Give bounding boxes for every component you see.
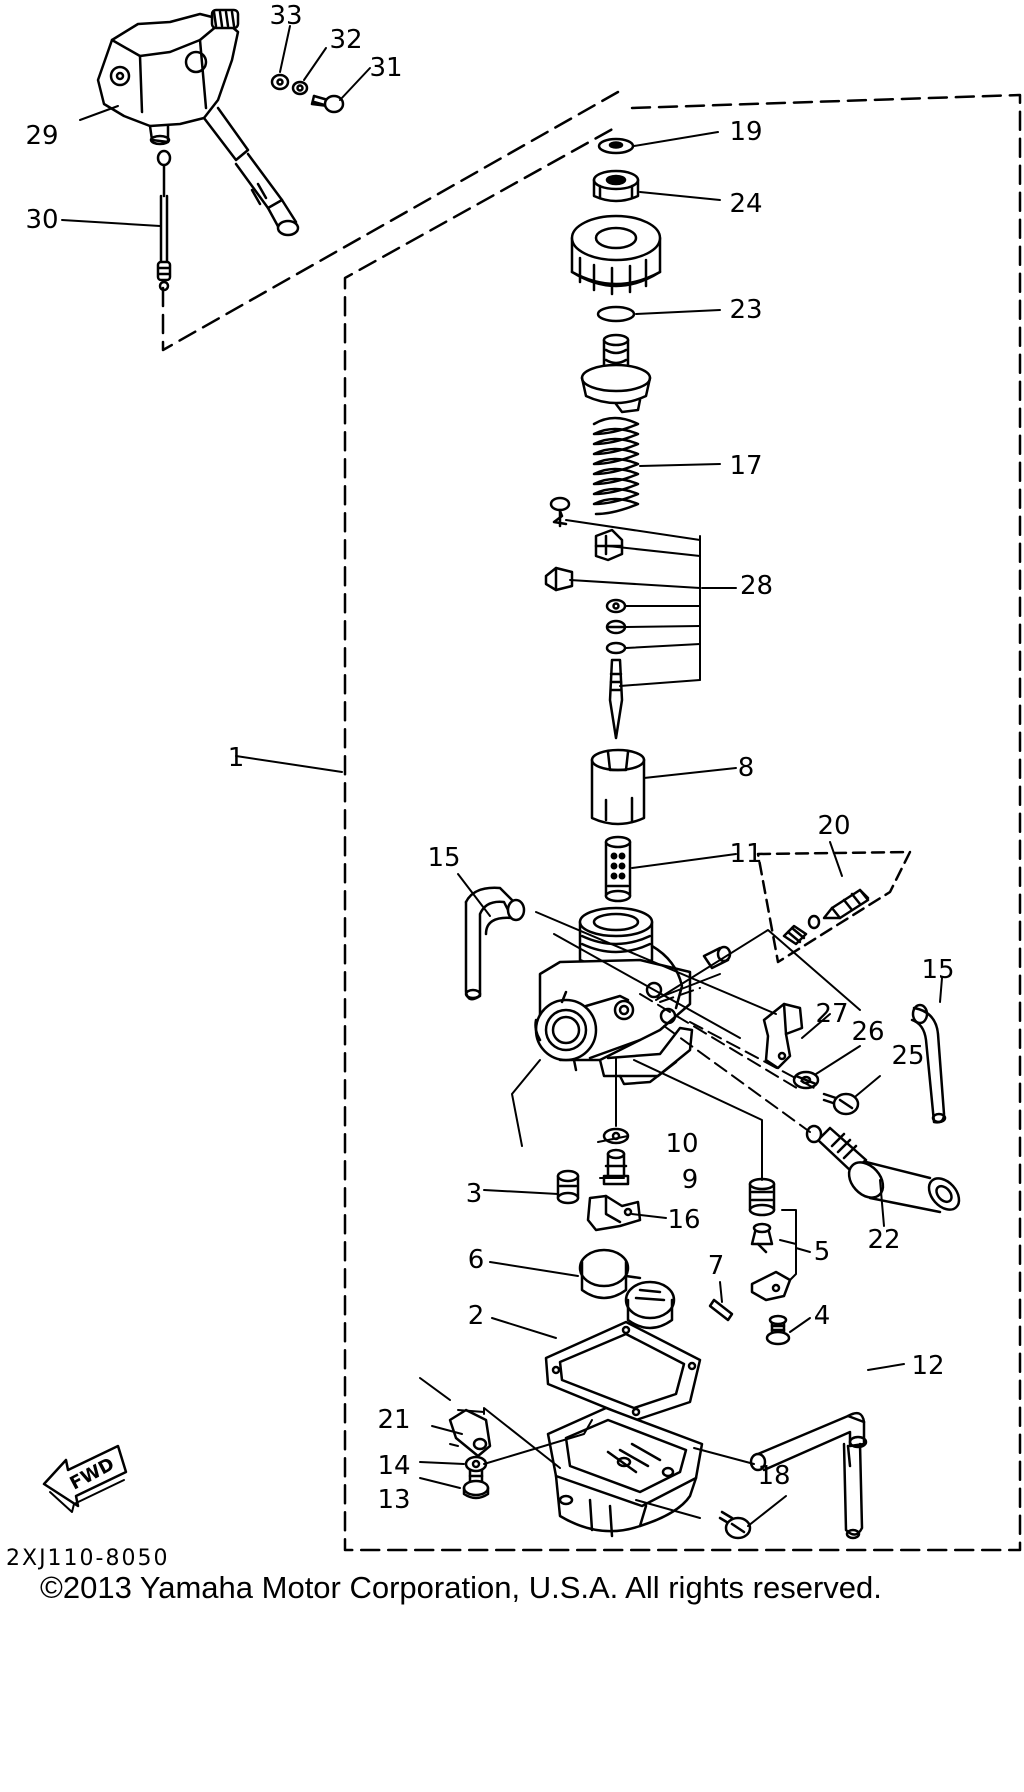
- part-number-12: 12: [911, 1351, 944, 1381]
- needle-set-part: [544, 496, 627, 740]
- part-number-17: 17: [729, 451, 762, 481]
- float-bowl-gasket-part: [544, 1320, 702, 1422]
- throttle-spring-part: [592, 416, 640, 516]
- part-number-14: 14: [377, 1451, 410, 1481]
- part-number-8: 8: [738, 753, 755, 783]
- part-number-30: 30: [25, 205, 58, 235]
- part-number-29: 29: [25, 121, 58, 151]
- float-bowl-part: [546, 1406, 704, 1538]
- part-number-18: 18: [757, 1461, 790, 1491]
- part-number-21: 21: [377, 1405, 410, 1435]
- main-jet-holder-part: [602, 1148, 630, 1186]
- throttle-cable-part: [156, 149, 172, 292]
- carburetor-body-part: [534, 906, 694, 1086]
- top-washer-part: [597, 137, 635, 155]
- o-ring-part: [596, 305, 636, 323]
- part-number-7: 7: [708, 1251, 725, 1281]
- throttle-stop-screw-part: [805, 1124, 961, 1214]
- part-number-20: 20: [817, 811, 850, 841]
- part-number-3: 3: [466, 1179, 483, 1209]
- part-number-15-right: 15: [921, 955, 954, 985]
- part-number-33: 33: [269, 1, 302, 31]
- float-part: [578, 1248, 676, 1330]
- part-number-6: 6: [468, 1245, 485, 1275]
- part-number-27: 27: [815, 999, 848, 1029]
- part-number-32: 32: [329, 25, 362, 55]
- part-number-16: 16: [667, 1205, 700, 1235]
- part-number-4: 4: [814, 1301, 831, 1331]
- pilot-jet-part: [556, 1169, 580, 1205]
- part-number-31: 31: [369, 53, 402, 83]
- leader-lines: [61, 25, 943, 1527]
- part-number-23: 23: [729, 295, 762, 325]
- part-number-1: 1: [228, 743, 245, 773]
- bowl-bracket-screw-part: [462, 1468, 490, 1500]
- jet-plate-part: [586, 1194, 642, 1232]
- part-number-2: 2: [468, 1301, 485, 1331]
- pilot-air-jet-part: [702, 945, 732, 970]
- vent-hose-right-part: [910, 1003, 947, 1124]
- part-number-19: 19: [729, 117, 762, 147]
- part-number-10: 10: [665, 1129, 698, 1159]
- float-valve-set-part: [748, 1177, 792, 1302]
- needle-jet-part: [604, 835, 632, 903]
- pilot-screw-set-part: [756, 850, 912, 964]
- part-number-28: 28: [740, 571, 773, 601]
- part-number-25: 25: [891, 1041, 924, 1071]
- throttle-housing-part: [96, 8, 300, 237]
- bracket-screw-part: [822, 1092, 860, 1116]
- float-pin-part: [708, 1298, 734, 1322]
- part-number-13: 13: [377, 1485, 410, 1515]
- diagram-code: 2XJ110-8050: [6, 1546, 170, 1571]
- part-number-15-left: 15: [427, 843, 460, 873]
- fwd-arrow: [42, 1444, 128, 1513]
- part-number-11: 11: [729, 839, 762, 869]
- throttle-valve-part: [590, 748, 646, 826]
- cable-bracket-part: [762, 1002, 804, 1070]
- overflow-hose-part: [749, 1411, 868, 1540]
- part-number-26: 26: [851, 1017, 884, 1047]
- screw-washer-set-part: [270, 73, 345, 114]
- part-number-22: 22: [867, 1225, 900, 1255]
- copyright-notice: ©2013 Yamaha Motor Corporation, U.S.A. A…: [40, 1570, 882, 1605]
- assembly-boundary: [161, 90, 1022, 1552]
- part-number-9: 9: [682, 1165, 699, 1195]
- carburetor-top-cap-part: [570, 214, 662, 296]
- cable-adjuster-part: [592, 169, 640, 203]
- needle-holder-part: [580, 333, 652, 414]
- part-number-24: 24: [729, 189, 762, 219]
- drain-screw-part: [765, 1314, 791, 1346]
- bowl-screw-part: [718, 1510, 752, 1540]
- bracket-washer-part: [792, 1070, 820, 1090]
- part-number-5: 5: [814, 1237, 831, 1267]
- vent-hose-left-part: [464, 886, 526, 1001]
- connector-dashed-lines: [639, 987, 819, 1133]
